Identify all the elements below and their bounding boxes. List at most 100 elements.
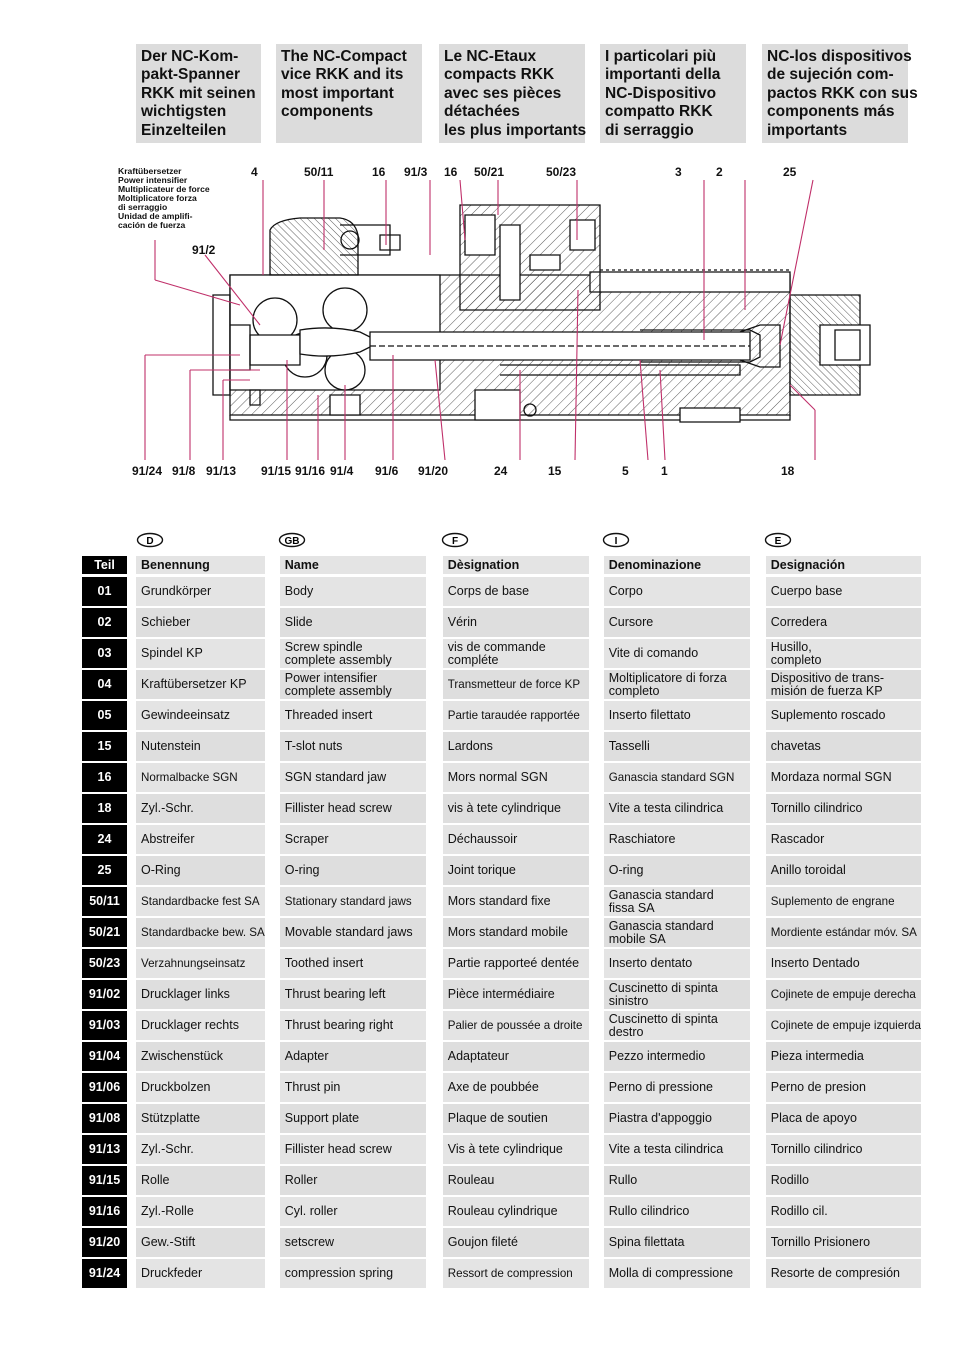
cell-line: compléte (447, 652, 499, 667)
cell-i: Rullo cilindrico (603, 1196, 750, 1228)
cell-line: Corpo (608, 584, 643, 598)
cell-line: Druckbolzen (141, 1080, 211, 1094)
cell-f: Rouleau (442, 1165, 589, 1197)
header-line: pakt-Spanner (141, 66, 241, 84)
cell-line: Déchaussoir (447, 832, 518, 846)
part-number: 91/08 (82, 1103, 127, 1135)
header-line: Der NC-Kom- (141, 48, 239, 65)
cell-d: Zyl.-Schr. (136, 1134, 265, 1166)
cell-e: Cojinete de empuje izquierda (765, 1010, 921, 1042)
cell-gb: Slide (279, 607, 426, 639)
cell-line: Mors standard fixe (447, 894, 551, 908)
cell-line: Axe de poubbée (447, 1080, 539, 1094)
cell-f: Déchaussoir (442, 824, 589, 856)
cell-line: Suplemento de engrane (770, 895, 895, 908)
cell-i: Vite di comando (603, 638, 750, 670)
cell-f: Joint torique (442, 855, 589, 887)
part-number: 05 (82, 700, 127, 732)
cell-gb: Stationary standard jaws (279, 886, 426, 918)
cell-line: Screw spindle (284, 639, 363, 654)
label-91-24: 91/24 (132, 464, 162, 478)
label-25: 25 (783, 165, 797, 179)
cell-gb: Toothed insert (279, 948, 426, 980)
label-91-20: 91/20 (418, 464, 448, 478)
cell-line: Pezzo intermedio (608, 1049, 706, 1063)
col-de: Benennung (136, 556, 265, 577)
cell-line: Inserto dentato (608, 956, 693, 970)
cell-f: Vérin (442, 607, 589, 639)
cell-line: Mordiente estándar móv. SA (770, 926, 917, 939)
cell-line: Mors standard mobile (447, 925, 568, 939)
cell-d: Zyl.-Schr. (136, 793, 265, 825)
cell-line: Ressort de compression (447, 1267, 573, 1280)
label-50-23: 50/23 (546, 165, 576, 179)
cell-line: Pieza intermedia (770, 1049, 864, 1063)
part-number: 91/15 (82, 1165, 127, 1197)
cell-gb: Movable standard jaws (279, 917, 426, 949)
cell-line: Cyl. roller (284, 1204, 338, 1218)
cell-line: Vite di comando (608, 646, 699, 660)
cell-e: Anillo toroidal (765, 855, 921, 887)
cell-line: Adaptateur (447, 1049, 509, 1063)
cell-d: Standardbacke fest SA (136, 886, 265, 918)
cell-line: Rodillo (770, 1173, 809, 1187)
cell-line: Molla di compressione (608, 1266, 734, 1280)
label-24: 24 (494, 464, 508, 478)
cell-f: vis à tete cylindrique (442, 793, 589, 825)
cell-d: Druckbolzen (136, 1072, 265, 1104)
svg-text:D: D (146, 536, 153, 547)
cell-f: Partie taraudée rapportée (442, 700, 589, 732)
cell-gb: setscrew (279, 1227, 426, 1259)
cell-line: O-ring (608, 863, 644, 877)
part-number: 91/24 (82, 1258, 127, 1290)
cell-line: Resorte de compresión (770, 1266, 900, 1280)
col-gb: Name (279, 556, 426, 577)
header-line: wichtigsten (141, 103, 227, 121)
label-91-2: 91/2 (192, 243, 216, 257)
cell-d: Normalbacke SGN (136, 762, 265, 794)
cell-line: SGN standard jaw (284, 770, 387, 784)
cell-line: Druckfeder (141, 1266, 203, 1280)
cell-line: Spina filettata (608, 1235, 685, 1249)
cell-f: Rouleau cylindrique (442, 1196, 589, 1228)
col-fr: Dèsignation (442, 556, 589, 577)
label-1: 1 (661, 464, 668, 478)
cell-d: Abstreifer (136, 824, 265, 856)
cell-line: completo (770, 652, 822, 667)
lang-badge-de: D (136, 532, 164, 548)
cell-f: Mors normal SGN (442, 762, 589, 794)
cell-line: Tornillo cilindrico (770, 1142, 863, 1156)
cell-line: Gewindeeinsatz (141, 708, 230, 722)
lang-badge-gb: GB (278, 532, 306, 548)
cell-line: Anillo toroidal (770, 863, 846, 877)
header-line: Le NC-Etaux (444, 48, 537, 65)
cell-e: Mordaza normal SGN (765, 762, 921, 794)
label-4: 4 (251, 165, 258, 179)
cell-i: Tasselli (603, 731, 750, 763)
cell-line: Inserto Dentado (770, 956, 860, 970)
cell-f: Vis à tete cylindrique (442, 1134, 589, 1166)
header-line: NC-los dispositivos (767, 48, 912, 65)
cell-line: Rullo (608, 1173, 638, 1187)
cell-f: Pièce intermédiaire (442, 979, 589, 1011)
label-91-8: 91/8 (172, 464, 196, 478)
cell-f: Corps de base (442, 575, 589, 608)
svg-text:GB: GB (285, 536, 300, 547)
cell-i: O-ring (603, 855, 750, 887)
cell-line: Rolle (141, 1173, 170, 1187)
cell-e: Perno de presion (765, 1072, 921, 1104)
header-line: components más (767, 103, 895, 121)
cell-line: destro (608, 1024, 644, 1039)
cell-line: completo (608, 683, 660, 698)
cell-line: Goujon fileté (447, 1235, 518, 1249)
cell-e: Suplemento de engrane (765, 886, 921, 918)
